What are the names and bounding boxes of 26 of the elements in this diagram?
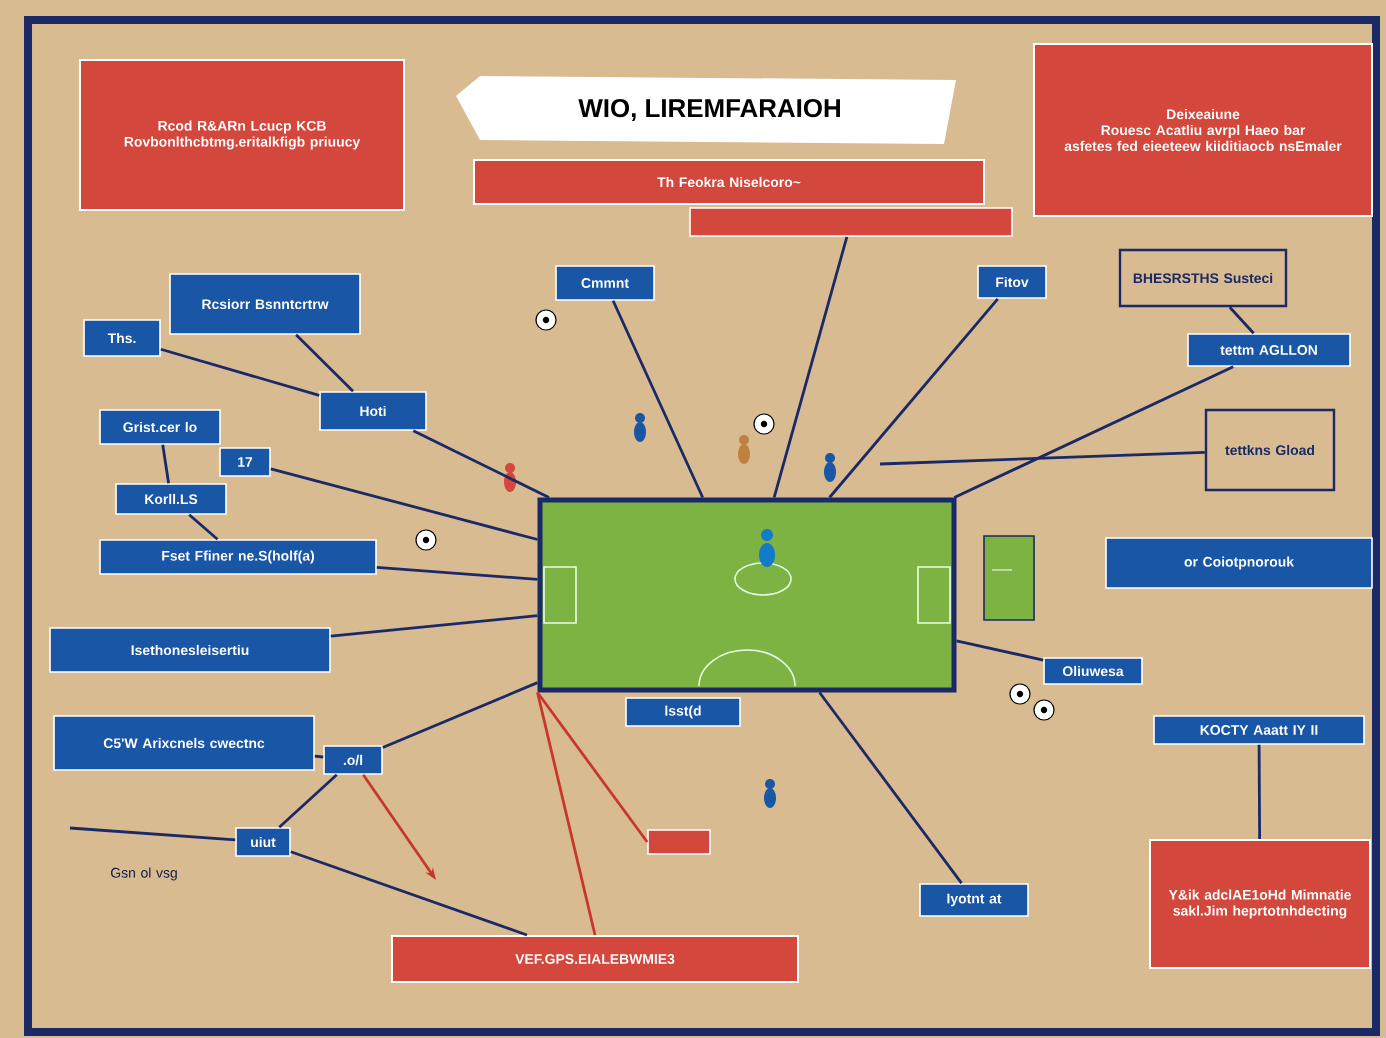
- connector-line: [382, 681, 539, 749]
- connector-line: [953, 365, 1234, 499]
- connector-line: [278, 773, 338, 829]
- bar: [689, 207, 1013, 237]
- connector-line: [69, 826, 236, 842]
- connector-line: [879, 450, 1205, 466]
- connector-line: [1228, 306, 1255, 335]
- connector-line: [270, 467, 538, 541]
- connector-line: [818, 691, 963, 885]
- connector-line: [536, 692, 597, 936]
- connector-line: [1257, 744, 1262, 839]
- connector-line: [188, 513, 219, 541]
- connector-line: [376, 565, 538, 581]
- connector-line: [536, 691, 649, 843]
- connector-line: [314, 754, 324, 759]
- connector-line: [295, 333, 355, 393]
- bar: [647, 829, 711, 855]
- connector-line: [160, 347, 320, 397]
- connector-line: [956, 639, 1044, 662]
- connector-line: [412, 429, 550, 499]
- connector-line: [290, 850, 528, 937]
- pitch-drawing: [537, 497, 957, 693]
- connector-line: [772, 236, 849, 498]
- connector-line: [330, 614, 538, 638]
- connector-line: [611, 300, 704, 499]
- connector-line: [161, 444, 170, 484]
